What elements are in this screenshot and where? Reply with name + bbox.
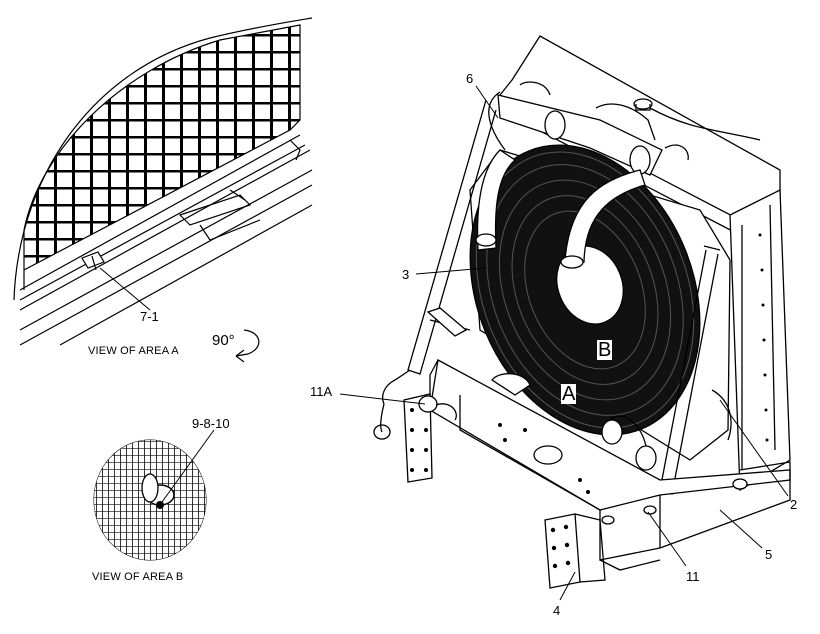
area-letter-a: A bbox=[561, 383, 577, 405]
radiator-assembly bbox=[373, 35, 791, 589]
area-letter-b: B bbox=[597, 339, 613, 361]
callout-9-8-10: 9-8-10 bbox=[192, 416, 230, 431]
callout-5: 5 bbox=[765, 547, 773, 562]
callout-6: 6 bbox=[466, 71, 474, 86]
view-area-a-drawing bbox=[13, 17, 313, 346]
rotation-arrow-icon bbox=[235, 329, 260, 363]
leader-lines bbox=[339, 85, 789, 601]
callout-2: 2 bbox=[790, 497, 798, 512]
callout-3: 3 bbox=[402, 267, 410, 282]
caption-view-area-b: VIEW OF AREA B bbox=[92, 571, 184, 583]
callout-4: 4 bbox=[553, 603, 561, 618]
callout-11a: 11A bbox=[310, 384, 333, 399]
caption-view-area-a: VIEW OF AREA A bbox=[88, 345, 179, 357]
callout-11: 11 bbox=[686, 569, 700, 584]
callout-7-1: 7-1 bbox=[140, 309, 159, 324]
rotation-label: 90° bbox=[212, 332, 235, 349]
view-area-b-drawing bbox=[93, 439, 207, 561]
